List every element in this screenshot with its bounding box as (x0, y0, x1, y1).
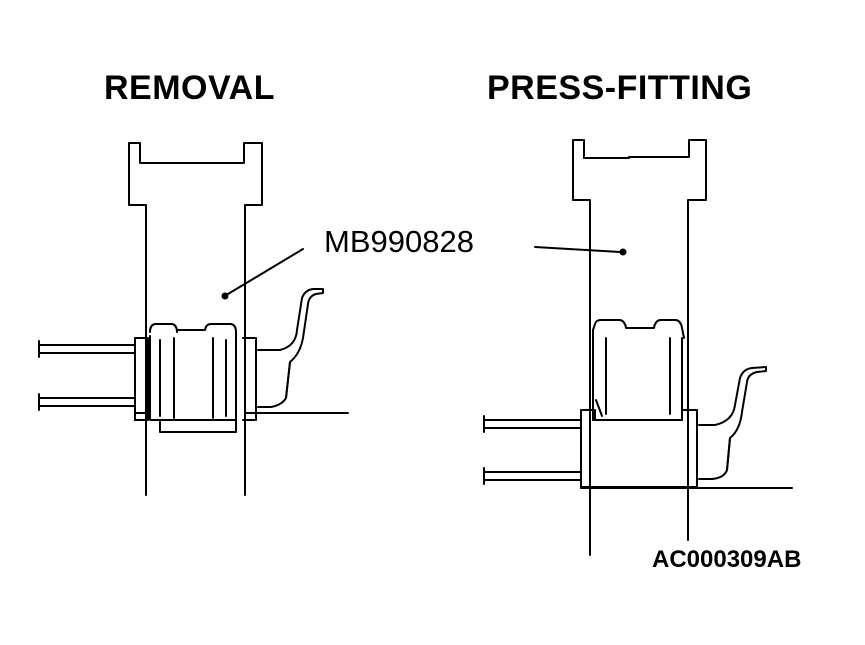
removal-illustration (39, 143, 348, 495)
removal-leader-line (228, 249, 303, 294)
removal-arm-housing (135, 338, 256, 420)
press-fitting-leader-line (535, 247, 620, 252)
press-fitting-tool-body (573, 140, 590, 555)
removal-bushing (150, 324, 236, 432)
press-fitting-leader-dot (621, 250, 626, 255)
press-fitting-arm-housing (581, 410, 697, 487)
press-fitting-arm-plates (484, 416, 792, 488)
removal-arm-plates (39, 341, 348, 413)
removal-title: REMOVAL (104, 69, 275, 107)
press-fitting-crossmember (699, 367, 766, 479)
removal-crossmember (258, 289, 323, 407)
tool-number-label: MB990828 (324, 224, 474, 259)
removal-leader-dot (223, 294, 228, 299)
figure-code: AC000309AB (652, 546, 802, 573)
press-fitting-bushing (593, 320, 684, 420)
press-fitting-illustration (484, 140, 792, 555)
press-fitting-title: PRESS-FITTING (487, 69, 753, 107)
removal-tool-body (129, 143, 262, 495)
